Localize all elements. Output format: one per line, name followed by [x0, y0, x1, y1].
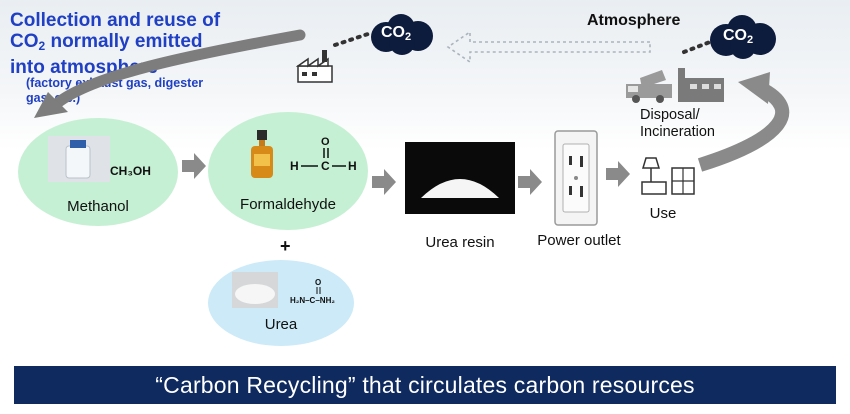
use-icons	[641, 157, 695, 195]
arrow-resin-outlet	[518, 169, 542, 195]
svg-text:H₂N–C–NH₂: H₂N–C–NH₂	[290, 296, 335, 305]
methanol-formula: CH₃OH	[110, 164, 151, 178]
formaldehyde-node: O H C H Formaldehyde	[208, 112, 368, 230]
factory-icon	[296, 50, 333, 83]
return-arrow-head	[738, 72, 770, 104]
collection-arrow-head	[34, 92, 68, 118]
urea-node: O H₂N–C–NH₂ Urea	[208, 260, 354, 346]
arrow-formaldehyde-resin	[372, 169, 396, 195]
co2-label-left: CO2	[381, 24, 412, 43]
banner: “Carbon Recycling” that circulates carbo…	[14, 366, 836, 404]
arrow-outlet-use	[606, 161, 630, 187]
methanol-node: CH₃OH Methanol	[18, 118, 178, 226]
svg-text:H: H	[348, 159, 357, 173]
formaldehyde-label: Formaldehyde	[240, 196, 336, 213]
co2-cloud-right: CO2	[706, 14, 778, 60]
disposal-label: Disposal/ Incineration	[640, 107, 715, 140]
svg-text:O: O	[315, 278, 321, 287]
garbage-truck-icon	[626, 70, 672, 103]
power-outlet-image	[554, 130, 598, 226]
use-label: Use	[649, 205, 677, 222]
headline: Collection and reuse of CO2 normally emi…	[10, 10, 220, 78]
svg-text:C: C	[321, 159, 330, 173]
methanol-bottle-image	[48, 136, 110, 182]
arrow-methanol-formaldehyde	[182, 153, 206, 179]
formaldehyde-structure: O H C H	[290, 136, 357, 173]
methanol-label: Methanol	[67, 198, 129, 215]
power-outlet-label: Power outlet	[537, 232, 621, 249]
incineration-plant-icon	[678, 68, 724, 102]
disposal-icons	[626, 68, 724, 103]
disposal-dots	[682, 40, 712, 54]
formaldehyde-bottle-icon	[251, 130, 273, 178]
urea-resin-image	[405, 142, 515, 214]
cabinet-icon	[671, 167, 695, 195]
headline-line2: CO2 normally emitted	[10, 31, 203, 53]
lamp-icon	[641, 157, 667, 195]
urea-structure: O H₂N–C–NH₂	[290, 278, 335, 305]
svg-text:O: O	[321, 136, 330, 148]
urea-powder-image	[232, 272, 278, 308]
plus-sign: +	[280, 236, 291, 256]
urea-resin-label: Urea resin	[425, 234, 495, 251]
co2-cloud-left: CO2	[366, 12, 436, 56]
atmosphere-transfer-arrow	[446, 30, 651, 64]
factory-dots	[333, 32, 370, 47]
return-arrow	[697, 81, 790, 172]
collection-arrow	[49, 29, 306, 111]
atmosphere-label: Atmosphere	[587, 12, 681, 29]
svg-text:H: H	[290, 159, 299, 173]
urea-label: Urea	[264, 316, 298, 333]
co2-label-right: CO2	[723, 27, 754, 46]
headline-line1: Collection and reuse of	[10, 10, 221, 31]
